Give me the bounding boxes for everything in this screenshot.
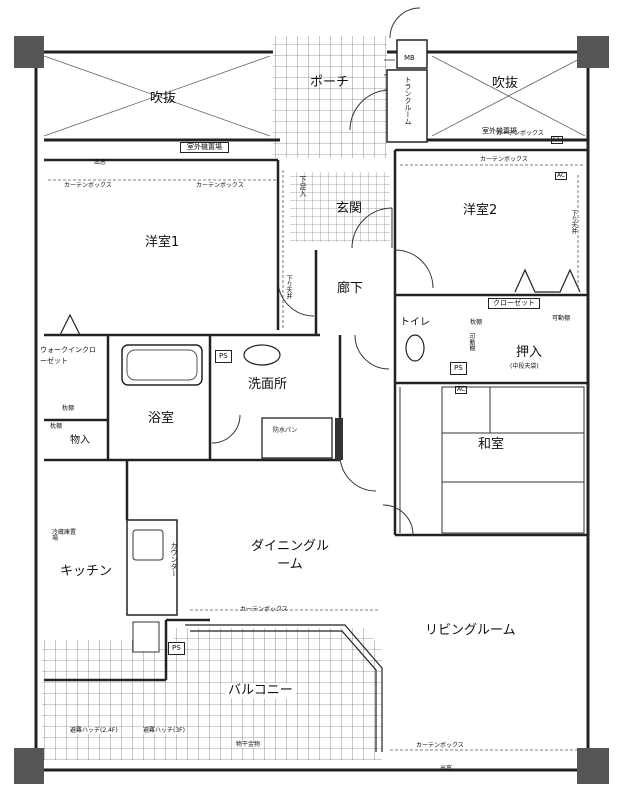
label-shelf-3: 枕棚 [470,319,483,326]
label-outdoor-unit-left: 室外機置場 [180,142,229,153]
washbasin [243,344,281,366]
label-curtain-box-6: カーテンボックス [496,130,544,137]
trunk-box [386,69,428,143]
balcony-railing [185,624,383,752]
label-shelf-2: 枕棚 [50,423,63,430]
bathtub [121,344,203,386]
label-counter: カウンター [170,542,178,577]
label-dining: ダイニングルーム [250,539,329,573]
closet-doors-room2 [514,268,581,293]
label-bathroom: 浴室 [148,411,175,426]
label-mb: MB [404,54,415,62]
label-ps-3: PS [168,642,185,655]
label-curtain-box-5: カーテンボックス [416,742,464,749]
closet-doors-wic [59,313,81,336]
label-living: リビングルーム [425,623,516,638]
label-movable-shelf-2: 可動棚 [468,333,475,351]
sink [132,529,164,561]
label-cf: CF [551,136,563,144]
label-curtain-box-4: カーテンボックス [240,606,288,613]
void-cross-left [43,55,271,137]
label-curtain-box-1: カーテンボックス [64,182,112,189]
stove [132,621,160,653]
ceiling-drop-lines [48,164,585,751]
label-hatch-2: 避難ハッチ(3F) [143,727,185,734]
label-kitchen: キッチン [60,564,113,579]
label-fukinuke-right: 吹抜 [492,76,519,91]
entrance-floor [290,172,390,242]
label-western-room-2: 洋室2 [463,203,498,218]
porch-tiles [273,36,387,158]
label-hallway: 廊下 [337,281,364,296]
label-trunk-room: トランクルーム [404,76,412,125]
void-cross-right [431,55,586,137]
label-drying-rack: 物干金物 [236,741,261,748]
label-ac-2: AC [455,386,468,394]
label-western-room-1: 洋室1 [145,235,180,250]
tatami-lines [399,386,585,534]
label-washitsu: 和室 [478,437,505,452]
label-hatch-1: 避難ハッチ(2,4F) [70,727,118,734]
label-movable-shelf: 可動棚 [552,315,571,322]
door-swings [211,7,434,536]
label-closet: クローゼット [488,298,540,309]
exterior-walls [34,50,590,772]
mb-box [396,39,428,69]
label-oshiire: 押入 [516,345,543,360]
label-outdoor-unit-right: 室外機置場 [482,127,517,135]
label-ceiling-drop-1: 下り天井 [285,275,292,299]
column-bottom-left [14,748,44,784]
label-porch: ポーチ [310,75,350,90]
label-washroom: 洗面所 [248,377,288,392]
label-ps-1: PS [215,350,232,363]
label-balcony: バルコニー [225,683,296,698]
column-top-left [14,36,44,68]
label-entrance: 玄関 [336,201,363,216]
label-shelf-1: 枕棚 [62,405,75,412]
label-entrance-step: 下足入 [299,176,307,197]
label-waterproof-pan: 防水パン [273,427,298,434]
label-storage: 物入 [70,435,90,446]
balcony-tiles-2 [174,628,374,688]
column-bottom-right [577,748,609,784]
label-toilet: トイレ [400,317,430,328]
label-ceiling-drop-2: 下り天井 [570,210,577,234]
label-bay-window-bottom: 出窓 [440,765,453,772]
label-curtain-box-3: カーテンボックス [480,156,528,163]
column-top-right [577,36,609,68]
label-curtain-box-2: カーテンボックス [196,182,244,189]
interior-walls [44,148,588,682]
label-walk-in-closet: ウォークインクローゼット [40,346,96,365]
label-oshiire-note: (中段天袋) [510,363,539,370]
label-fukinuke-left: 吹抜 [150,91,177,106]
label-ps-2: PS [450,362,467,375]
label-fridge: 冷蔵庫置場 [52,529,77,542]
label-ac-1: AC [555,172,568,180]
washer-pan [261,417,333,459]
toilet-bowl [405,334,425,362]
label-bay-window-top: 出窓 [94,159,107,166]
